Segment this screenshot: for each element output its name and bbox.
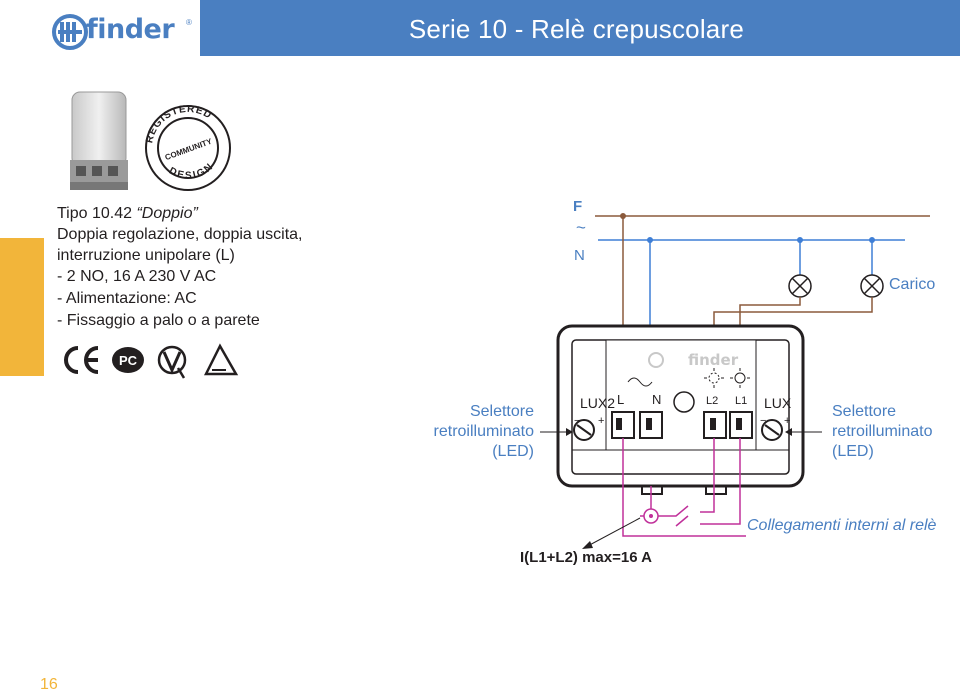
desc-line-2: interruzione unipolare (L): [57, 247, 235, 264]
ce-mark-icon: [64, 346, 99, 374]
svg-text:+: +: [598, 415, 604, 427]
selector-left-label: Selettore retroilluminato (LED): [420, 402, 534, 462]
svg-text:−: −: [574, 415, 580, 427]
selector-knob-icon: − +: [760, 415, 790, 441]
terminal-label: L2: [706, 395, 718, 407]
light-sensor-icon: [673, 391, 695, 413]
selector-left-line: retroilluminato: [433, 423, 534, 440]
max-current-label: I(L1+L2) max=16 A: [520, 549, 653, 566]
spec-bullet: - Fissaggio a palo o a parete: [57, 312, 260, 329]
terminal-label: L1: [735, 395, 747, 407]
supply-ac-label: ~: [576, 218, 586, 237]
device-logo: finder: [688, 351, 739, 369]
spec-bullet: - Alimentazione: AC: [57, 290, 197, 307]
product-photo: [70, 91, 128, 190]
sun-icon: [704, 368, 724, 388]
selector-right-line: Selettore: [832, 403, 897, 420]
terminal-block: [611, 411, 663, 439]
selector-right-line: (LED): [832, 443, 874, 460]
terminal-block: [703, 411, 753, 439]
spec-bullet: - 2 NO, 16 A 230 V AC: [57, 268, 217, 285]
terminal-label: N: [652, 392, 661, 407]
terminal-label: LUX: [764, 395, 792, 411]
selector-left-line: Selettore: [469, 403, 534, 420]
load-label: Carico: [889, 276, 936, 293]
supply-n-label: N: [574, 247, 585, 264]
page-number: 16: [40, 676, 58, 693]
type-line: Tipo 10.42 “Doppio”: [57, 203, 198, 224]
pct-mark-icon: PC: [112, 347, 144, 373]
sun-icon: [730, 368, 750, 388]
selector-right-label: Selettore retroilluminato (LED): [832, 402, 956, 462]
registered-design-badge: REGISTERED DESIGN COMMUNITY: [144, 104, 231, 191]
internal-connections-label: Collegamenti interni al relè: [747, 517, 937, 534]
certification-marks: PC: [64, 343, 239, 379]
svg-text:+: +: [784, 415, 790, 427]
selector-left-line: (LED): [492, 443, 534, 460]
lamp-icon: [860, 274, 884, 298]
supply-f-label: F: [573, 198, 583, 215]
triangle-mark-icon: [203, 343, 239, 376]
terminal-label: L: [617, 392, 624, 407]
desc-line-1: Doppia regolazione, doppia uscita,: [57, 226, 303, 243]
vde-mark-icon: [157, 345, 187, 379]
svg-text:−: −: [760, 415, 766, 427]
finder-logo: finder ®: [0, 0, 200, 62]
header-band: Serie 10 - Relè crepuscolare: [200, 0, 960, 56]
selector-right-line: retroilluminato: [832, 423, 933, 440]
type-name: “Doppio”: [136, 205, 198, 222]
page-title: Serie 10 - Relè crepuscolare: [408, 14, 744, 44]
terminal-label: LUX2: [580, 395, 615, 411]
ac-symbol-icon: [627, 377, 653, 387]
finder-logo-icon: [52, 14, 88, 50]
side-tab: [0, 238, 44, 376]
logo-registered-mark: ®: [186, 18, 192, 27]
logo-wordmark: finder: [86, 14, 175, 45]
svg-text:PC: PC: [119, 353, 138, 368]
selector-knob-icon: − +: [573, 415, 604, 441]
lamp-icon: [788, 274, 812, 298]
type-code: Tipo 10.42: [57, 205, 137, 222]
